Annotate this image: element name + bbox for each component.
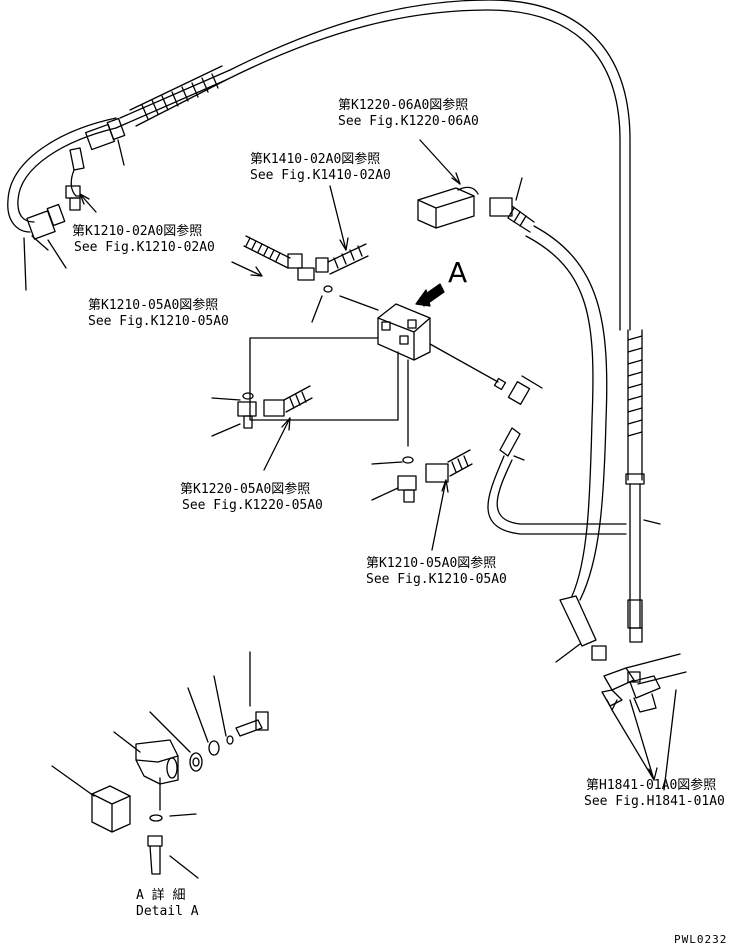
- ref-k1410-02a0-jp: 第K1410-02A0図参照: [250, 152, 381, 167]
- ref-k1220-05a0-jp: 第K1220-05A0図参照: [180, 482, 311, 497]
- ref-k1210-02a0-jp: 第K1210-02A0図参照: [72, 224, 203, 239]
- ref-k1220-06a0-jp: 第K1220-06A0図参照: [338, 98, 469, 113]
- center-top-fittings: [231, 185, 369, 323]
- main-hose: [7, 0, 661, 643]
- detail-marker-label: A: [448, 256, 468, 289]
- center-mid-fittings: [211, 385, 473, 551]
- right-fittings: [417, 139, 687, 791]
- left-fittings: [23, 117, 126, 291]
- drawing-number: PWL0232: [674, 933, 728, 946]
- ref-k1210-05a0-right-en: See Fig.K1210-05A0: [366, 572, 507, 587]
- ref-h1841-01a0-jp: 第H1841-01A0図参照: [586, 778, 717, 793]
- ref-k1220-05a0-en: See Fig.K1220-05A0: [182, 498, 323, 513]
- ref-k1210-02a0-en: See Fig.K1210-02A0: [74, 240, 215, 255]
- ref-h1841-01a0-en: See Fig.H1841-01A0: [584, 794, 725, 809]
- detail-a: [51, 651, 269, 879]
- valve-block: [249, 283, 499, 447]
- ref-k1220-06a0-en: See Fig.K1220-06A0: [338, 114, 479, 129]
- detail-caption-en: Detail A: [136, 904, 199, 919]
- ref-k1210-05a0-left-jp: 第K1210-05A0図参照: [88, 298, 219, 313]
- ref-k1210-05a0-right-jp: 第K1210-05A0図参照: [366, 556, 497, 571]
- ref-k1410-02a0-en: See Fig.K1410-02A0: [250, 168, 391, 183]
- ref-k1210-05a0-left-en: See Fig.K1210-05A0: [88, 314, 229, 329]
- detail-caption-jp: A 詳 細: [136, 888, 186, 903]
